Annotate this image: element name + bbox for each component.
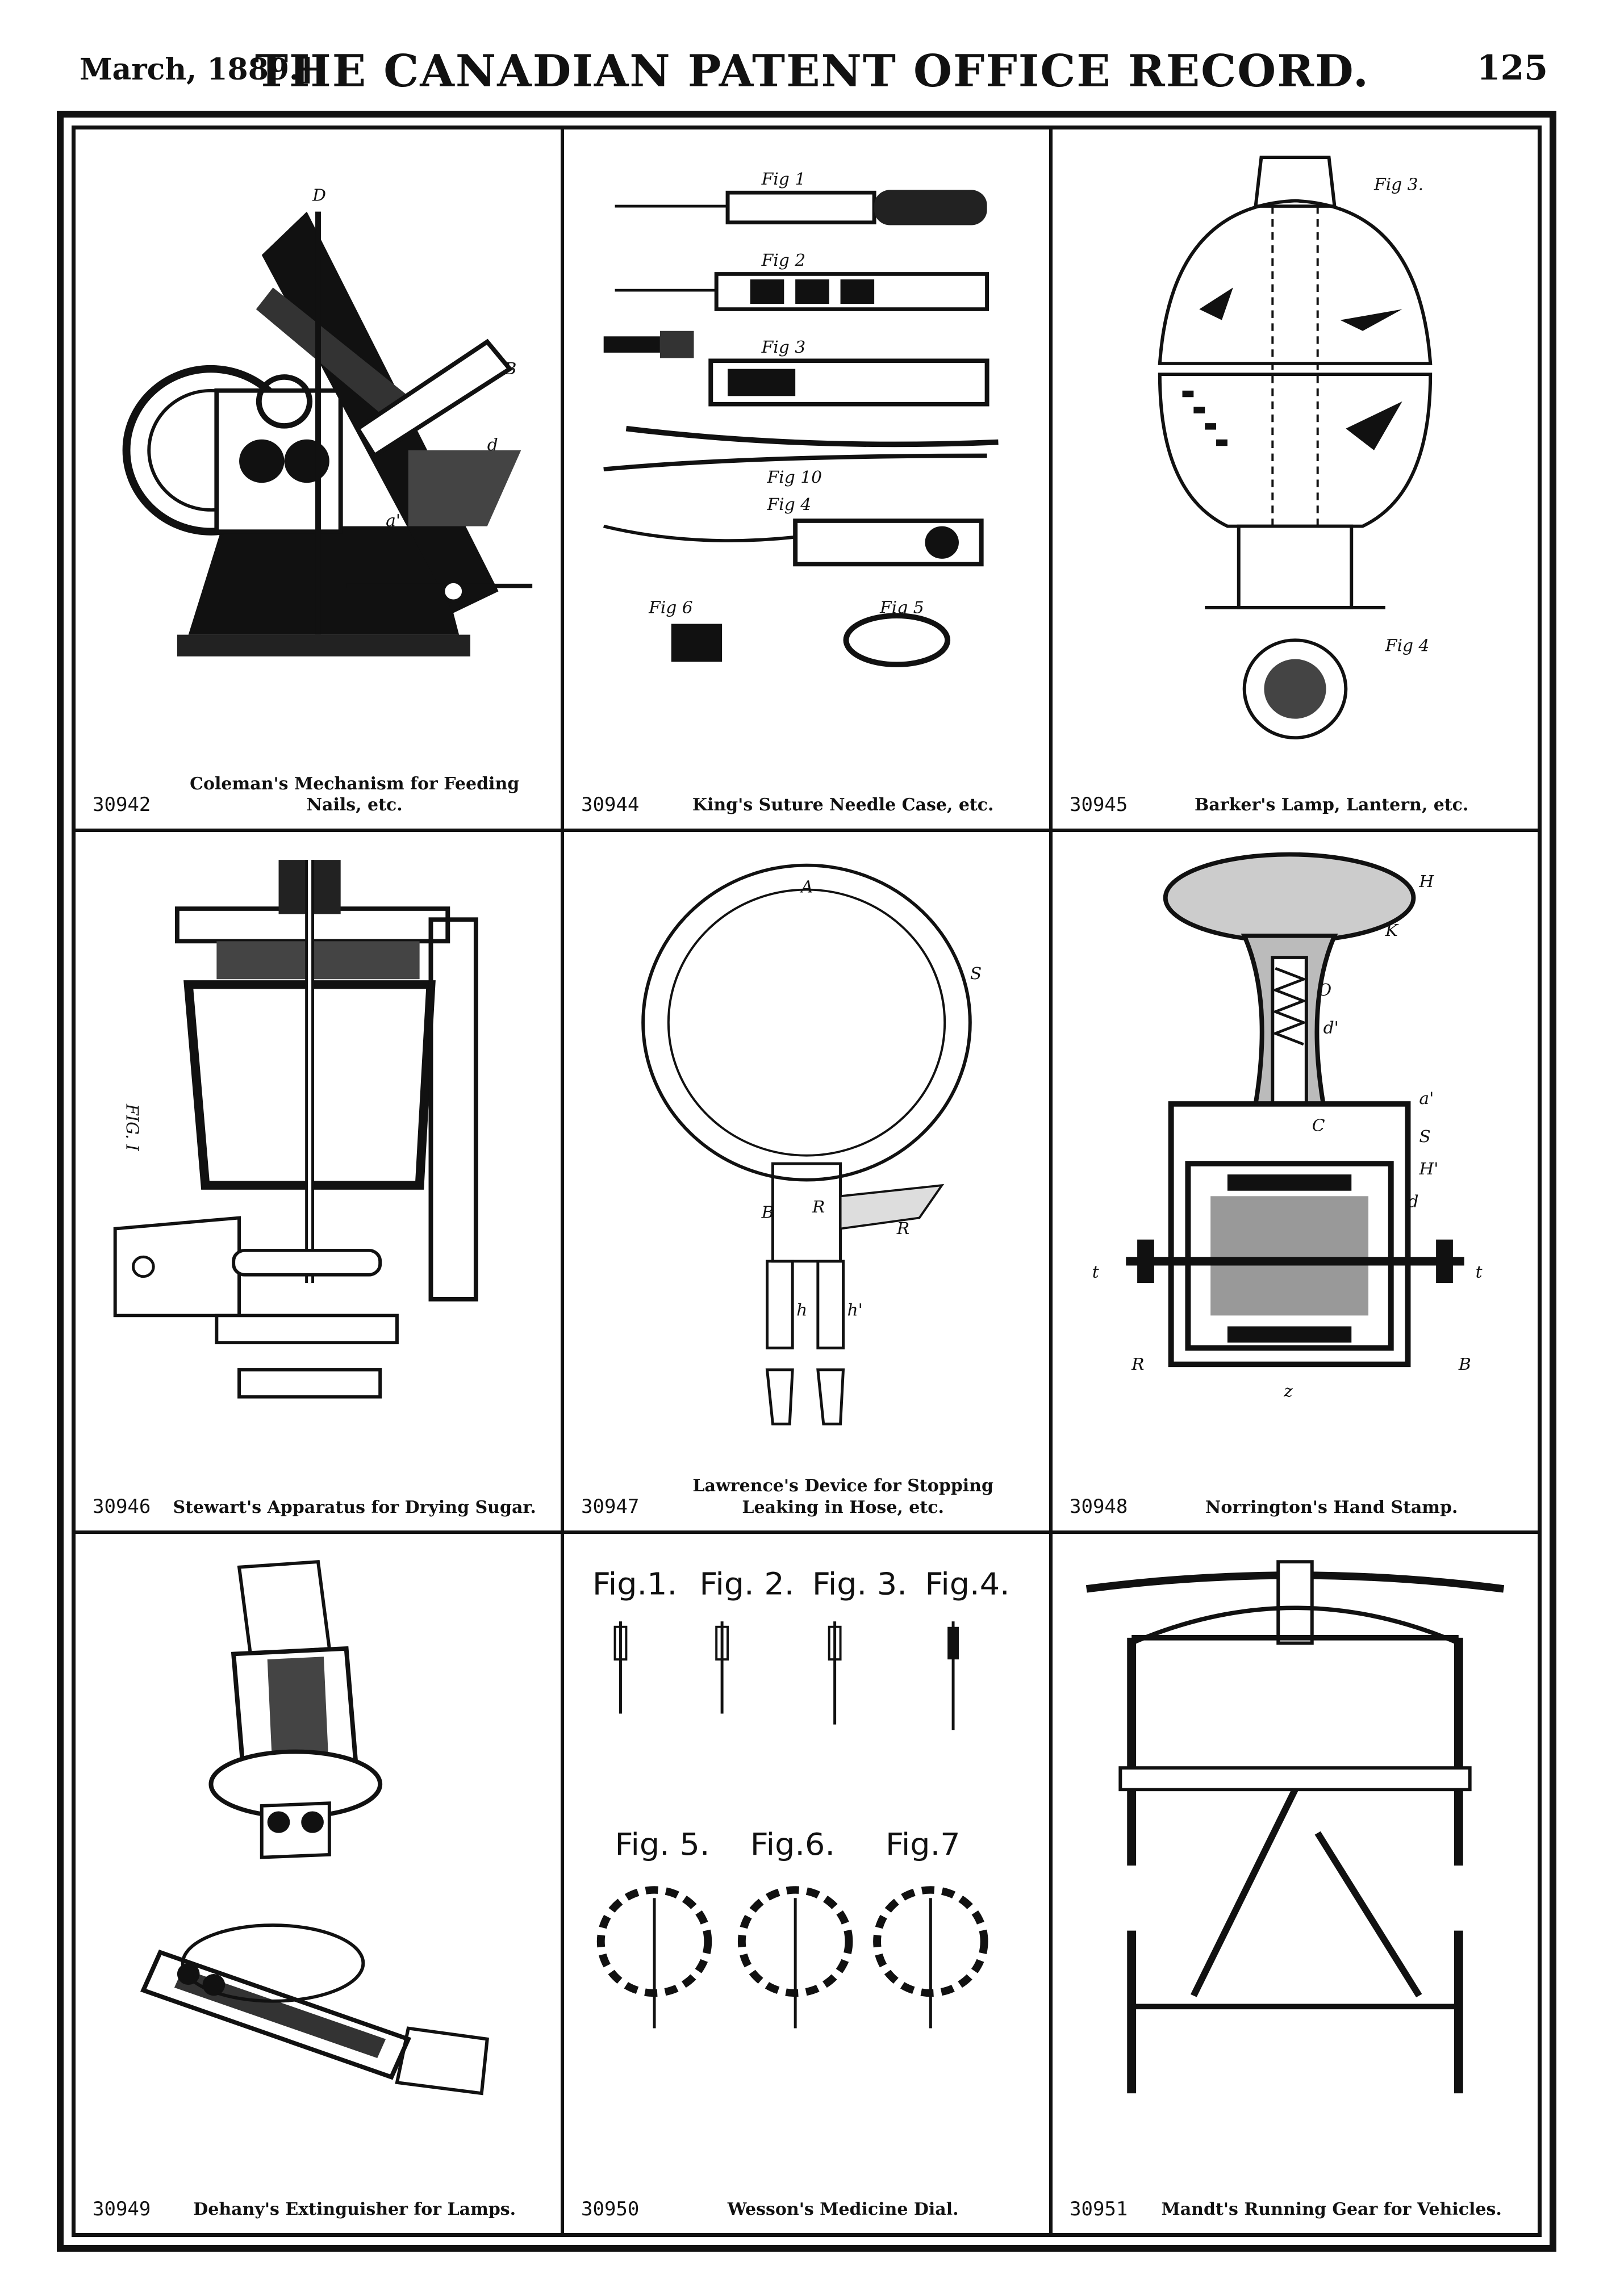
patent-title: Dehany's Extinguisher for Lamps. [193, 2199, 516, 2220]
svg-text:FIG. I: FIG. I [122, 1103, 142, 1152]
patent-title: Mandt's Running Gear for Vehicles. [1161, 2199, 1502, 2220]
patent-cell-coleman: d a' B D 30942 Coleman's Mechanism for Fee… [74, 128, 562, 830]
svg-text:a': a' [386, 511, 400, 530]
patent-title: Stewart's Apparatus for Drying Sugar. [173, 1497, 536, 1517]
label-a-prime: a' [1419, 1089, 1434, 1107]
label-h: h [796, 1300, 807, 1319]
king-suture-needle-case-drawing: Fig 1 Fig 2 Fig 3 Fig 10 Fig 4 Fig 6 Fig 5 [581, 147, 1032, 743]
coleman-caption: 30942 Coleman's Mechanism for Feeding Na… [93, 754, 544, 816]
fig-1-label: Fig.1. [592, 1566, 677, 1602]
label-r: R [812, 1197, 825, 1216]
svg-text:Fig 1: Fig 1 [761, 169, 806, 188]
label-t-left: t [1092, 1262, 1099, 1281]
svg-text:Fig 3.: Fig 3. [1373, 175, 1423, 194]
fig-2-label: Fig. 2. [699, 1566, 794, 1602]
issue-date: March, 1889.] [80, 52, 314, 87]
coleman-nail-feeder-drawing: d a' B D [93, 147, 544, 743]
patent-number: 30948 [1070, 1495, 1128, 1519]
svg-text:Fig 6: Fig 6 [648, 598, 693, 617]
norrington-caption: 30948 Norrington's Hand Stamp. [1070, 1456, 1521, 1518]
patent-number: 30950 [581, 2197, 640, 2220]
svg-text:d: d [487, 435, 498, 454]
svg-text:Fig 4: Fig 4 [1385, 636, 1430, 655]
wesson-medicine-dial-drawing: Fig.1. Fig. 2. Fig. 3. Fig.4. Fig. 5. Fi… [581, 1551, 1032, 2148]
label-b: B [1458, 1354, 1471, 1373]
label-d: d [1408, 1192, 1419, 1211]
label-s: S [1419, 1127, 1430, 1145]
fig-4-label: Fig.4. [925, 1566, 1009, 1602]
patent-cell-dehany: 30949 Dehany's Extinguisher for Lamps. [74, 1532, 562, 2235]
label-a: A [799, 877, 813, 896]
svg-text:Fig 10: Fig 10 [767, 468, 822, 487]
label-k: K [1385, 921, 1399, 939]
patent-title: Wesson's Medicine Dial. [727, 2199, 959, 2220]
page-header: March, 1889.] THE CANADIAN PATENT OFFICE… [77, 40, 1548, 102]
label-b: B [761, 1203, 774, 1222]
patent-number: 30949 [93, 2197, 151, 2220]
norrington-hand-stamp-drawing: H K O d' a' C S H' d t t B R z [1070, 849, 1521, 1446]
fig-5-label: Fig. 5. [615, 1826, 710, 1862]
patent-plate-frame: d a' B D 30942 Coleman's Mechanism for Fee… [57, 111, 1556, 2252]
fig-7-label: Fig.7 [886, 1826, 961, 1862]
lawrence-hose-leak-device-drawing: A S B R R h h' [581, 849, 1032, 1446]
patent-number: 30945 [1070, 793, 1128, 816]
patent-title: Norrington's Hand Stamp. [1205, 1497, 1458, 1517]
label-h-prime: H' [1418, 1159, 1438, 1178]
patent-cell-stewart: FIG. I 30946 Stewart's Apparatus for Dry… [74, 830, 562, 1533]
mandt-running-gear-drawing [1070, 1551, 1521, 2148]
patent-number: 30951 [1070, 2197, 1128, 2220]
patent-number: 30944 [581, 793, 640, 816]
svg-text:B: B [504, 359, 517, 378]
patent-cell-lawrence: A S B R R h h' 30947 Lawrence's Device f… [562, 830, 1051, 1533]
fig-6-label: Fig.6. [750, 1826, 835, 1862]
page-number: 125 [1476, 48, 1548, 88]
barker-caption: 30945 Barker's Lamp, Lantern, etc. [1070, 754, 1521, 816]
patent-number: 30942 [93, 793, 151, 816]
stewart-sugar-dryer-drawing: FIG. I [93, 849, 544, 1446]
wesson-caption: 30950 Wesson's Medicine Dial. [581, 2158, 1032, 2220]
label-h: H [1418, 872, 1434, 890]
label-s: S [970, 964, 982, 982]
patent-title: Barker's Lamp, Lantern, etc. [1194, 795, 1469, 815]
dehany-lamp-extinguisher-drawing [93, 1551, 544, 2148]
patent-cell-wesson: Fig.1. Fig. 2. Fig. 3. Fig.4. Fig. 5. Fi… [562, 1532, 1051, 2235]
svg-text:Fig 3: Fig 3 [761, 337, 806, 356]
publication-title: THE CANADIAN PATENT OFFICE RECORD. [254, 45, 1370, 97]
patent-title: King's Suture Needle Case, etc. [692, 795, 994, 815]
label-c: C [1312, 1116, 1325, 1135]
svg-text:Fig 4: Fig 4 [767, 495, 812, 513]
patent-cell-mandt: 30951 Mandt's Running Gear for Vehicles. [1051, 1532, 1539, 2235]
patent-cell-barker: Fig 3. Fig 4 30945 Barker's Lamp, Lantern… [1051, 128, 1539, 830]
svg-text:Fig 5: Fig 5 [879, 598, 924, 617]
label-z: z [1283, 1382, 1293, 1400]
patent-number: 30947 [581, 1495, 640, 1519]
label-r2: R [896, 1219, 909, 1237]
patent-title: Lawrence's Device for Stopping Leaking i… [692, 1476, 993, 1517]
label-r: R [1131, 1354, 1144, 1373]
label-d-prime: d' [1323, 1018, 1339, 1037]
label-t-right: t [1476, 1262, 1483, 1281]
patent-number: 30946 [93, 1495, 151, 1519]
mandt-caption: 30951 Mandt's Running Gear for Vehicles. [1070, 2158, 1521, 2220]
patent-grid: d a' B D 30942 Coleman's Mechanism for Fee… [72, 126, 1542, 2237]
dehany-caption: 30949 Dehany's Extinguisher for Lamps. [93, 2158, 544, 2220]
barker-lamp-lantern-drawing: Fig 3. Fig 4 [1070, 147, 1521, 743]
svg-text:Fig 2: Fig 2 [761, 251, 806, 270]
patent-cell-norrington: H K O d' a' C S H' d t t B R z 30948 [1051, 830, 1539, 1533]
label-h-prime: h' [847, 1300, 862, 1319]
king-caption: 30944 King's Suture Needle Case, etc. [581, 754, 1032, 816]
label-o: O [1318, 980, 1331, 999]
fig-3-label: Fig. 3. [812, 1566, 907, 1602]
patent-title: Coleman's Mechanism for Feeding Nails, e… [190, 773, 520, 815]
lawrence-caption: 30947 Lawrence's Device for Stopping Lea… [581, 1456, 1032, 1518]
stewart-caption: 30946 Stewart's Apparatus for Drying Sug… [93, 1456, 544, 1518]
svg-text:D: D [312, 186, 326, 204]
